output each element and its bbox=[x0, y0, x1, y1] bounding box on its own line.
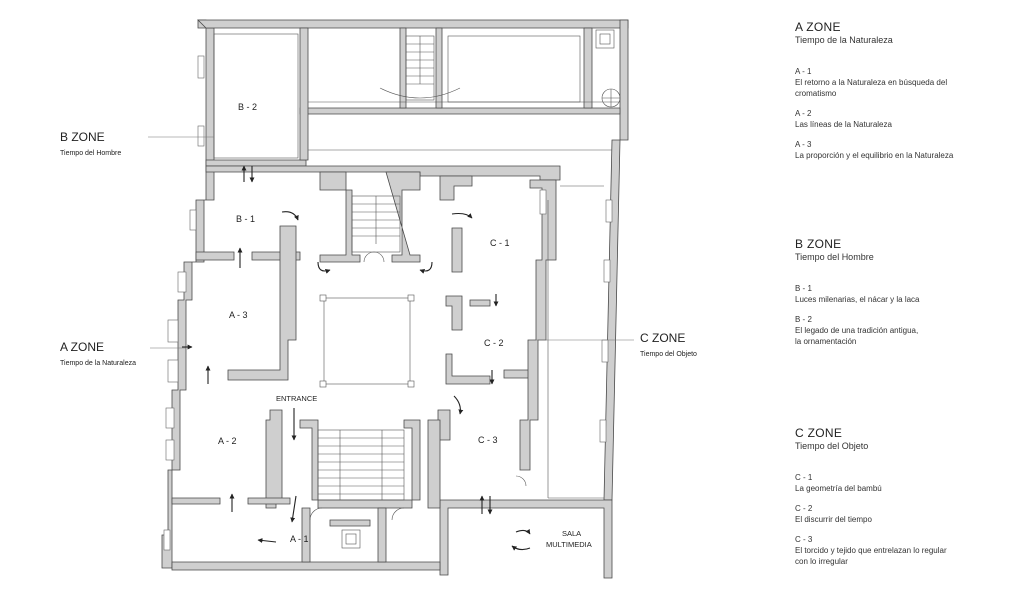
callout-a-title: A ZONE bbox=[60, 340, 104, 354]
legend-item-code: A - 1 bbox=[795, 67, 812, 76]
legend-zone-b: B ZONE Tiempo del Hombre B - 1 Luces mil… bbox=[795, 237, 1005, 347]
legend-c-subtitle: Tiempo del Objeto bbox=[795, 441, 869, 451]
legend-zone-c: C ZONE Tiempo del Objeto C - 1 La geomet… bbox=[795, 426, 1005, 567]
room-label-c1: C - 1 bbox=[490, 238, 510, 248]
legend-item-desc: La geometría del bambú bbox=[795, 484, 882, 493]
legend-c-title: C ZONE bbox=[795, 426, 843, 440]
multimedia-label: MULTIMEDIA bbox=[546, 540, 592, 549]
legend-b-subtitle: Tiempo del Hombre bbox=[795, 252, 874, 262]
legend-item-code: B - 2 bbox=[795, 315, 812, 324]
legend-item: C - 3 El torcido y tejido que entrelazan… bbox=[795, 534, 1005, 567]
legend-zone-a: A ZONE Tiempo de la Naturaleza A - 1 El … bbox=[795, 20, 1005, 161]
legend-item-code: C - 2 bbox=[795, 504, 813, 513]
legend-item: B - 2 El legado de una tradición antigua… bbox=[795, 314, 1005, 347]
legend-item-code: A - 3 bbox=[795, 140, 812, 149]
callout-c-title: C ZONE bbox=[640, 331, 685, 345]
legend-item-code: C - 3 bbox=[795, 535, 813, 544]
sala-label: SALA bbox=[562, 529, 581, 538]
legend-item-desc: Las líneas de la Naturaleza bbox=[795, 120, 892, 129]
room-label-a1: A - 1 bbox=[290, 534, 309, 544]
zone-callout-a: A ZONE Tiempo de la Naturaleza bbox=[60, 340, 136, 367]
callout-leaders bbox=[148, 136, 634, 349]
zone-callout-c: C ZONE Tiempo del Objeto bbox=[640, 331, 697, 358]
room-label-b2: B - 2 bbox=[238, 102, 257, 112]
room-label-a2: A - 2 bbox=[218, 436, 237, 446]
zone-callout-b: B ZONE Tiempo del Hombre bbox=[60, 130, 121, 157]
courtyard-markers bbox=[319, 294, 415, 388]
legend-item: C - 2 El discurrir del tiempo bbox=[795, 503, 1005, 525]
room-label-c2: C - 2 bbox=[484, 338, 504, 348]
room-label-c3: C - 3 bbox=[478, 435, 498, 445]
legend-item: B - 1 Luces milenarias, el nácar y la la… bbox=[795, 283, 1005, 305]
room-labels: B - 2 B - 1 A - 3 A - 2 A - 1 C - 1 C - … bbox=[218, 102, 592, 549]
legend-item-desc: cromatismo bbox=[795, 89, 837, 98]
legend-item-desc: El torcido y tejido que entrelazan lo re… bbox=[795, 546, 947, 555]
legend-item: A - 3 La proporción y el equilibrio en l… bbox=[795, 139, 1005, 161]
floor-plan: B - 2 B - 1 A - 3 A - 2 A - 1 C - 1 C - … bbox=[60, 19, 697, 579]
legend-item-desc: Luces milenarias, el nácar y la laca bbox=[795, 295, 920, 304]
legend-item: C - 1 La geometría del bambú bbox=[795, 472, 1005, 494]
legend-item-code: C - 1 bbox=[795, 473, 813, 482]
legend-item-desc: El discurrir del tiempo bbox=[795, 515, 872, 524]
callout-b-subtitle: Tiempo del Hombre bbox=[60, 150, 121, 157]
legend-item-desc: El legado de una tradición antigua, bbox=[795, 326, 919, 335]
plan-linework bbox=[213, 29, 621, 549]
legend-item: A - 2 Las líneas de la Naturaleza bbox=[795, 108, 1005, 130]
callout-a-subtitle: Tiempo de la Naturaleza bbox=[60, 360, 136, 367]
circulation-arrows bbox=[182, 165, 531, 551]
callout-b-title: B ZONE bbox=[60, 130, 105, 144]
legend-item-desc: la ornamentación bbox=[795, 337, 857, 346]
legend-item-desc: La proporción y el equilibrio en la Natu… bbox=[795, 151, 954, 160]
legend-item-desc: El retorno a la Naturaleza en búsqueda d… bbox=[795, 78, 948, 87]
legend-a-title: A ZONE bbox=[795, 20, 841, 34]
callout-c-subtitle: Tiempo del Objeto bbox=[640, 351, 697, 358]
building-walls bbox=[161, 19, 629, 579]
entrance-label: ENTRANCE bbox=[276, 394, 317, 403]
legend-item-desc: con lo irregular bbox=[795, 557, 848, 566]
legend-a-subtitle: Tiempo de la Naturaleza bbox=[795, 35, 893, 45]
legend-item-code: B - 1 bbox=[795, 284, 812, 293]
legend-item-code: A - 2 bbox=[795, 109, 812, 118]
room-label-a3: A - 3 bbox=[229, 310, 248, 320]
legend-item: A - 1 El retorno a la Naturaleza en búsq… bbox=[795, 66, 1005, 99]
room-label-b1: B - 1 bbox=[236, 214, 255, 224]
legend-b-title: B ZONE bbox=[795, 237, 842, 251]
windows bbox=[163, 55, 613, 551]
